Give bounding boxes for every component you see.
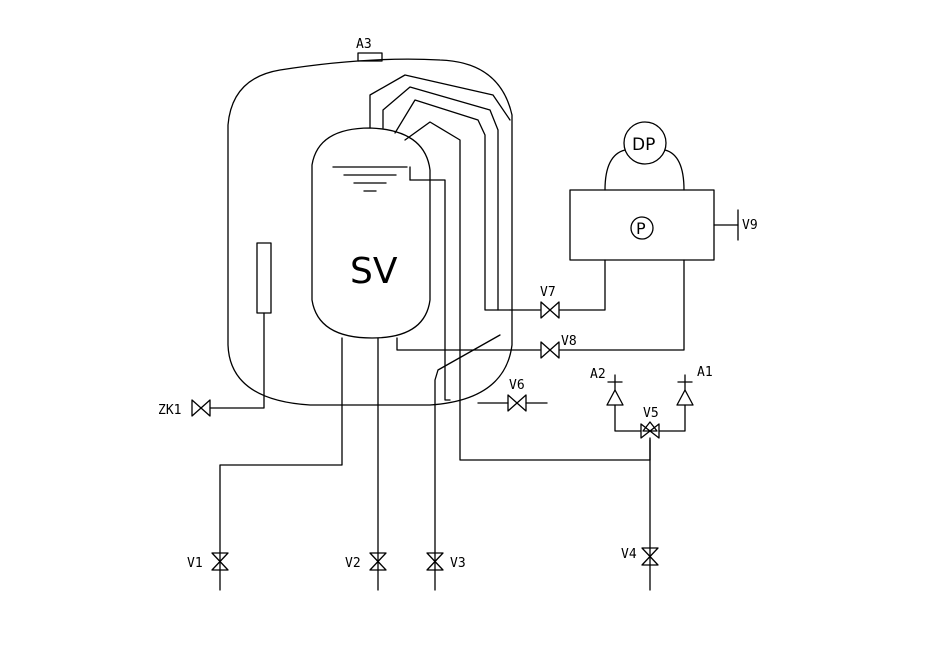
valve-v1 — [211, 552, 229, 571]
label-v2: V2 — [345, 556, 361, 571]
drain-line-v1 — [219, 337, 343, 591]
label-v8: V8 — [561, 334, 577, 349]
valve-a1 — [676, 374, 694, 406]
outer-tank — [227, 52, 513, 406]
label-a3: A3 — [356, 37, 372, 52]
label-v5: V5 — [643, 406, 659, 421]
valve-zk1 — [191, 399, 211, 417]
label-v9: V9 — [742, 218, 758, 233]
label-a2: A2 — [590, 367, 606, 382]
label-dp: DP — [632, 135, 655, 155]
label-v7: V7 — [540, 285, 556, 300]
valve-v3 — [426, 552, 444, 571]
top-piping — [369, 74, 651, 461]
label-sv: SV — [350, 251, 398, 292]
valve-v7 — [509, 301, 560, 319]
pump-unit — [559, 121, 739, 351]
valve-v4 — [641, 547, 659, 566]
valve-a2 — [606, 374, 624, 406]
valve-v6 — [477, 394, 548, 412]
label-a1: A1 — [697, 365, 713, 380]
valve-v5 — [614, 404, 686, 461]
valve-v2 — [369, 552, 387, 571]
return-pipe — [396, 337, 541, 351]
level-gauge — [209, 242, 272, 409]
label-zk1: ZK1 — [158, 403, 181, 418]
label-v1: V1 — [187, 556, 203, 571]
label-v4: V4 — [621, 547, 637, 562]
inner-vessel — [311, 127, 431, 339]
valve-v8 — [540, 341, 560, 359]
label-v6: V6 — [509, 378, 525, 393]
label-p: P — [636, 219, 646, 238]
crossing-pipe — [434, 334, 501, 556]
label-v3: V3 — [450, 556, 466, 571]
